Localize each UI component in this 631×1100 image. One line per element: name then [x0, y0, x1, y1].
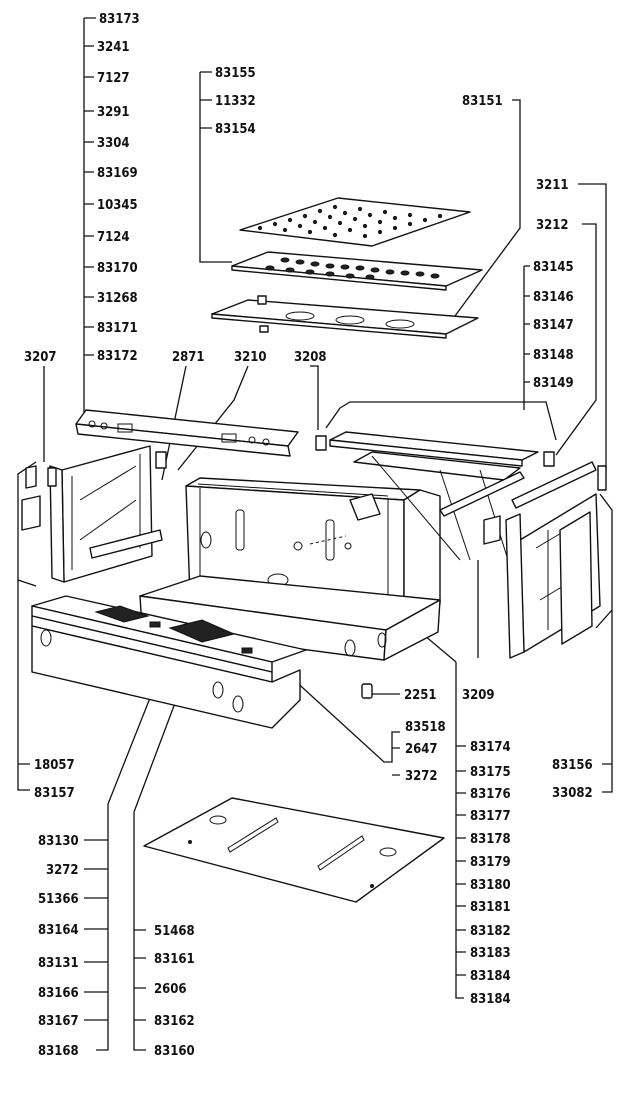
label-7127: 7127 [97, 71, 130, 86]
label-83173: 83173 [99, 12, 140, 27]
right-frame [353, 451, 525, 561]
label-83184: 83184 [470, 969, 511, 984]
label-3291: 3291 [97, 105, 130, 120]
leader-lines [17, 17, 613, 1051]
label-83170: 83170 [97, 261, 138, 276]
label-83151: 83151 [462, 94, 503, 109]
label-3272: 3272 [405, 769, 438, 784]
label-83146: 83146 [533, 290, 574, 305]
foot [361, 683, 373, 699]
label-18057: 18057 [34, 758, 75, 773]
label-83164: 83164 [38, 923, 79, 938]
label-3211: 3211 [536, 178, 569, 193]
label-83182: 83182 [470, 924, 511, 939]
label-83166: 83166 [38, 986, 79, 1001]
label-83184-second: 83184 [470, 992, 511, 1007]
label-83181: 83181 [470, 900, 511, 915]
label-83176: 83176 [470, 787, 511, 802]
label-3210: 3210 [234, 350, 267, 365]
top-grille-plate [239, 197, 471, 247]
label-83174: 83174 [470, 740, 511, 755]
label-83168: 83168 [38, 1044, 79, 1059]
label-83172: 83172 [97, 349, 138, 364]
left-side-panel [21, 445, 167, 583]
part-labels: 83173 3241 7127 3291 3304 83169 10345 71… [24, 12, 593, 1059]
label-83175: 83175 [470, 765, 511, 780]
label-83130: 83130 [38, 834, 79, 849]
label-83147: 83147 [533, 318, 574, 333]
label-3272-second: 3272 [46, 863, 79, 878]
label-83154: 83154 [215, 122, 256, 137]
right-side-panel [505, 461, 607, 659]
top-rail [315, 431, 555, 467]
label-3304: 3304 [97, 136, 130, 151]
label-83180: 83180 [470, 878, 511, 893]
perforated-plate [231, 251, 483, 291]
label-3209: 3209 [462, 688, 495, 703]
label-2647: 2647 [405, 742, 438, 757]
label-83161: 83161 [154, 952, 195, 967]
label-11332: 11332 [215, 94, 256, 109]
label-51468: 51468 [154, 924, 195, 939]
bottom-plate [143, 797, 445, 903]
front-panel-stack [31, 595, 307, 729]
label-83178: 83178 [470, 832, 511, 847]
label-51366: 51366 [38, 892, 79, 907]
control-panel-bar [75, 409, 299, 457]
label-83149: 83149 [533, 376, 574, 391]
label-83131: 83131 [38, 956, 79, 971]
burner-plate [211, 295, 479, 339]
label-83145: 83145 [533, 260, 574, 275]
label-2871: 2871 [172, 350, 205, 365]
label-83155: 83155 [215, 66, 256, 81]
label-2251: 2251 [404, 688, 437, 703]
label-83171: 83171 [97, 321, 138, 336]
label-3207: 3207 [24, 350, 57, 365]
label-83148: 83148 [533, 348, 574, 363]
label-10345: 10345 [97, 198, 138, 213]
label-31268: 31268 [97, 291, 138, 306]
label-83177: 83177 [470, 809, 511, 824]
label-3212: 3212 [536, 218, 569, 233]
label-83167: 83167 [38, 1014, 79, 1029]
label-83162: 83162 [154, 1014, 195, 1029]
label-3241: 3241 [97, 40, 130, 55]
label-33082: 33082 [552, 786, 593, 801]
label-83518: 83518 [405, 720, 446, 735]
label-3208: 3208 [294, 350, 327, 365]
label-83157: 83157 [34, 786, 75, 801]
label-83179: 83179 [470, 855, 511, 870]
label-83156: 83156 [552, 758, 593, 773]
label-7124: 7124 [97, 230, 130, 245]
label-83169: 83169 [97, 166, 138, 181]
label-83183: 83183 [470, 946, 511, 961]
label-83160: 83160 [154, 1044, 195, 1059]
label-2606: 2606 [154, 982, 187, 997]
